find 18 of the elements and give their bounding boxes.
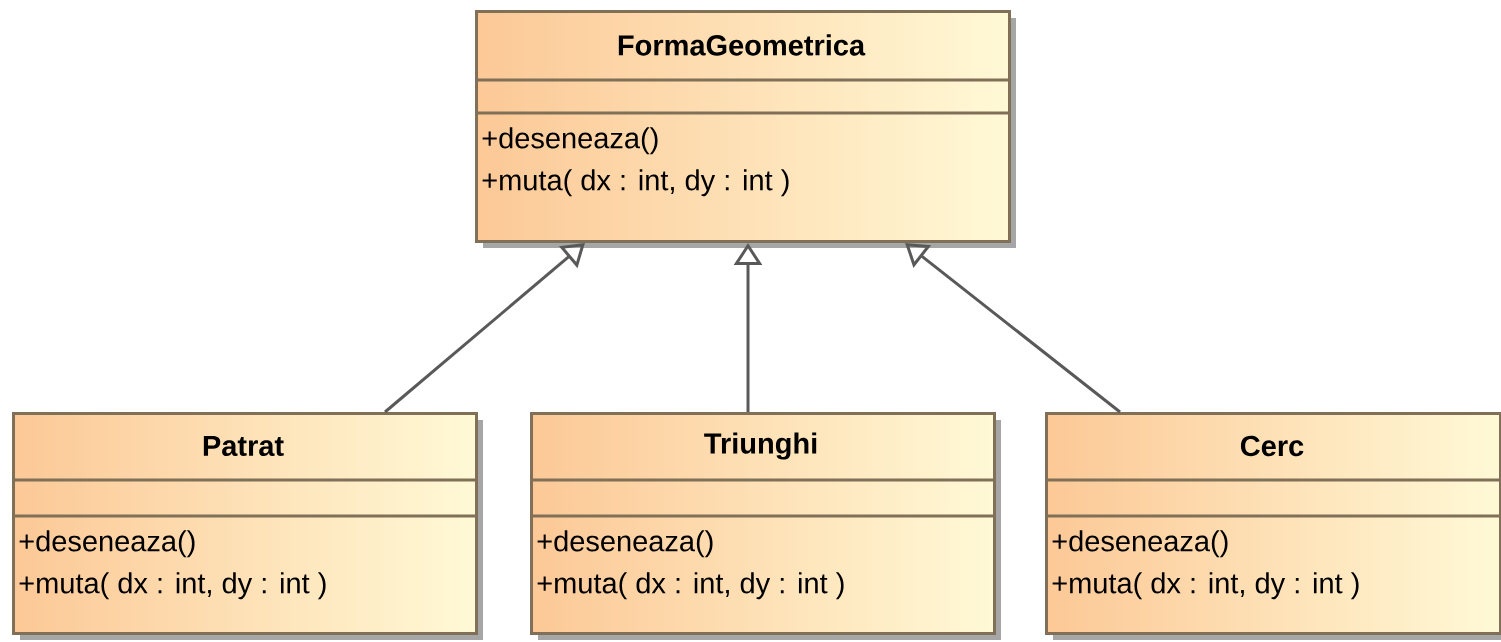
method-signature: +muta( dx : int, dy : int ) <box>537 572 844 600</box>
generalization-arrow <box>384 243 585 414</box>
class-box <box>1045 412 1501 640</box>
method-signature: +deseneaza() <box>1052 530 1228 558</box>
class-name: FormaGeometrica <box>618 34 866 56</box>
generalization-arrow <box>905 243 1121 414</box>
method-signature: +muta( dx : int, dy : int ) <box>19 572 326 600</box>
method-signature: +muta( dx : int, dy : int ) <box>1052 572 1359 600</box>
method-signature: +deseneaza() <box>537 530 713 558</box>
method-signature: +deseneaza() <box>19 530 195 558</box>
class-box <box>530 412 1001 640</box>
class-box <box>475 10 1016 248</box>
class-name: Triunghi <box>704 432 817 460</box>
class-name: Patrat <box>203 435 284 457</box>
class-box <box>12 412 483 640</box>
method-signature: +deseneaza() <box>482 127 658 155</box>
method-signature: +muta( dx : int, dy : int ) <box>482 169 789 197</box>
class-name: Cerc <box>1240 435 1304 457</box>
